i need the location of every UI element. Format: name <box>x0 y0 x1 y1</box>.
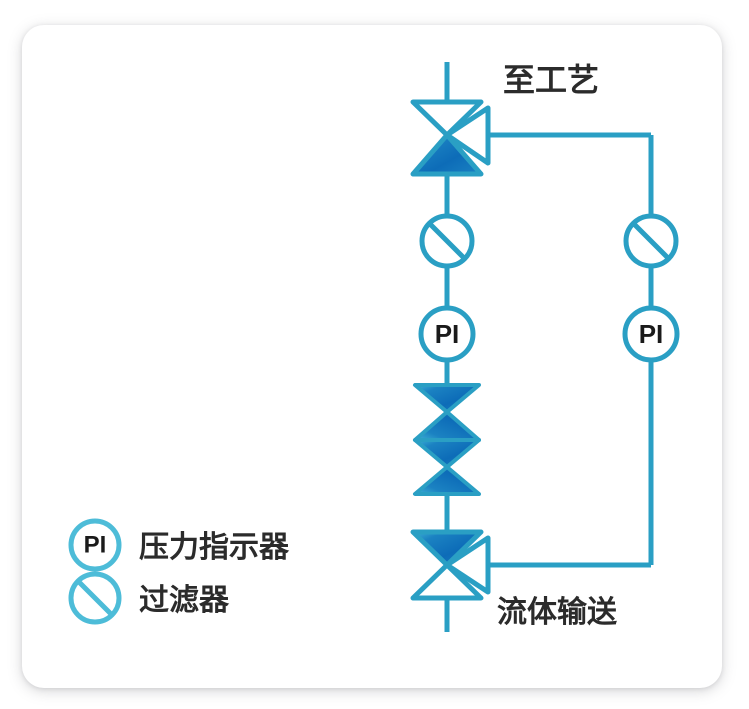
pi-body <box>622 305 680 363</box>
bowtie-lower-half <box>413 465 481 496</box>
legend-pi-tag: PI <box>84 532 107 559</box>
filter-branch[interactable] <box>623 213 679 269</box>
pressure-indicator-main[interactable]: PI <box>418 305 476 363</box>
fluid-delivery-label: 流体输送 <box>497 595 617 630</box>
valve-top-port-outline <box>410 99 484 138</box>
bowtie-upper-half <box>413 383 481 414</box>
pipe-network <box>444 62 654 632</box>
legend-pi-label: 压力指示器 <box>139 530 290 565</box>
legend: PI 压力指示器 过滤器 <box>68 518 290 625</box>
valve-right-port-outline <box>444 105 491 166</box>
legend-filter-label: 过滤器 <box>139 583 230 618</box>
pi-tag-label: PI <box>435 319 460 349</box>
valve-bottom-port-outline <box>410 562 484 601</box>
bowtie-valve-upper[interactable] <box>413 383 481 442</box>
valve-top-port-filled <box>410 529 484 568</box>
pi-body <box>418 305 476 363</box>
pressure-indicator-icon <box>68 518 122 572</box>
filter-icon-slash <box>77 580 113 616</box>
valve-right-port-outline <box>444 535 491 595</box>
bowtie-upper-half <box>413 438 481 469</box>
filter-slash <box>428 222 466 260</box>
three-way-valve-top[interactable] <box>410 99 491 177</box>
three-way-valve-bottom[interactable] <box>410 529 491 601</box>
bowtie-valve-lower[interactable] <box>413 438 481 496</box>
to-process-label: 至工艺 <box>503 61 599 99</box>
filter-slash <box>632 222 670 260</box>
legend-item-filter: 过滤器 <box>68 571 230 625</box>
pressure-indicator-branch[interactable]: PI <box>622 305 680 363</box>
legend-item-pressure-indicator: PI 压力指示器 <box>68 518 290 572</box>
valve-bottom-port-filled <box>410 132 484 177</box>
bowtie-lower-half <box>413 410 481 442</box>
filter-main[interactable] <box>419 213 475 269</box>
pi-tag-label: PI <box>639 319 664 349</box>
